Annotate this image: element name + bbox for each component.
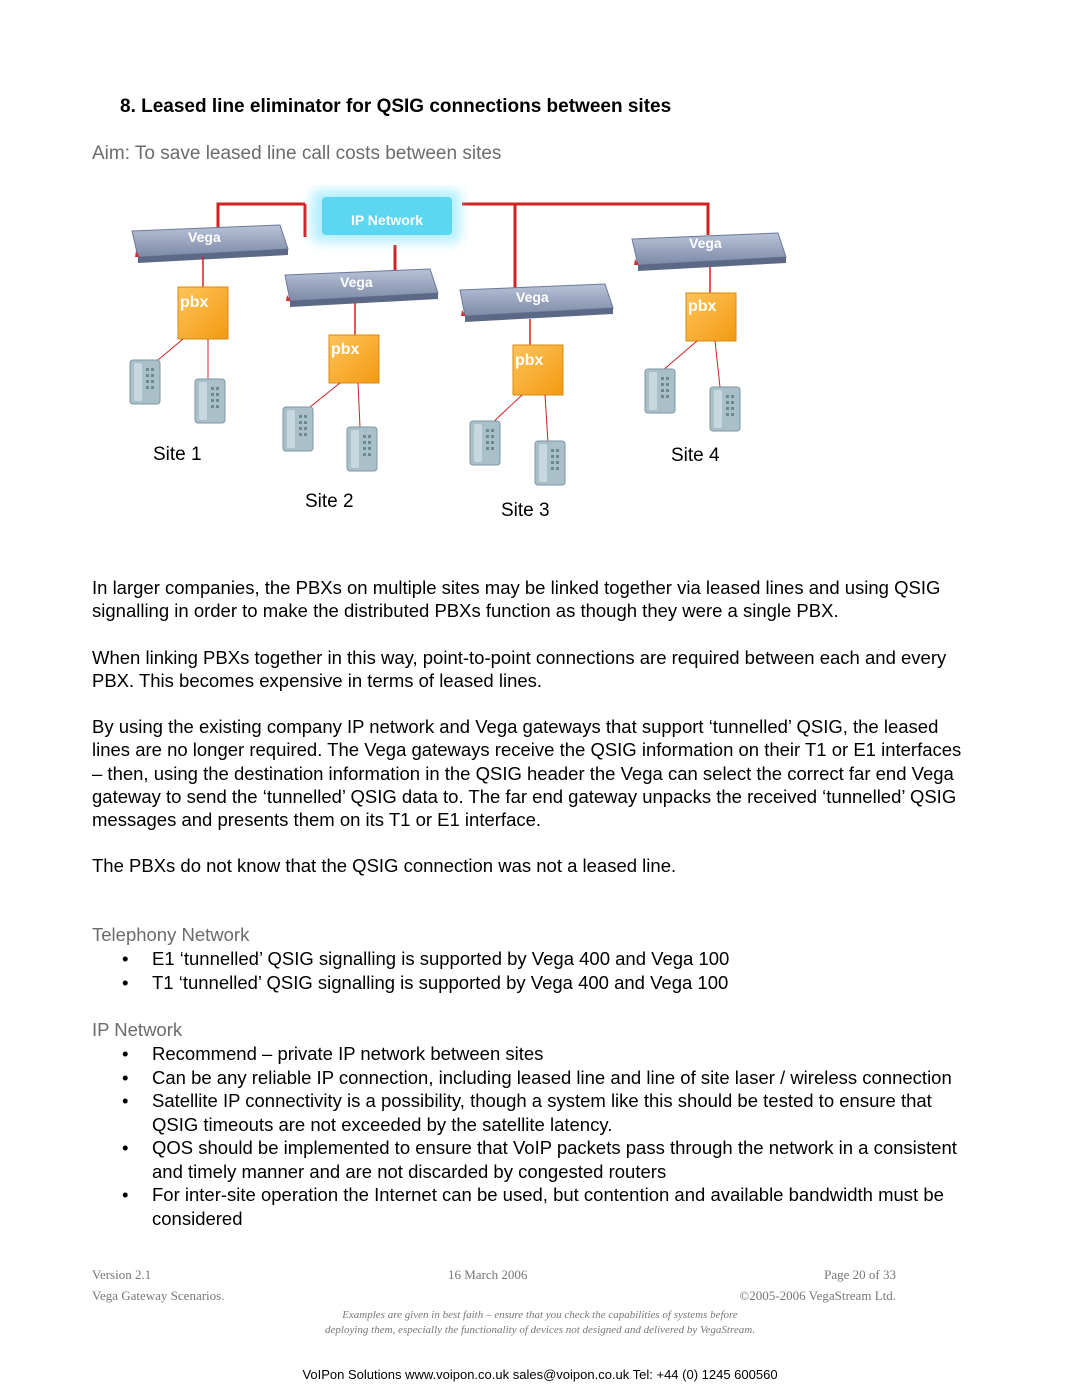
footer-version: Version 2.1 xyxy=(92,1267,152,1282)
pbx-phone-links xyxy=(151,338,721,444)
phone-icon xyxy=(346,426,378,472)
vega-gateway-site-2: Vega xyxy=(284,268,439,307)
footer-disclaimer: Examples are given in best faith – ensur… xyxy=(200,1308,880,1338)
vega-gateway-site-3: Vega xyxy=(459,283,614,322)
pbx-site-3: pbx xyxy=(512,344,564,396)
pbx-label: pbx xyxy=(688,298,717,315)
site-label-3: Site 3 xyxy=(501,500,550,521)
list-item: T1 ‘tunnelled’ QSIG signalling is suppor… xyxy=(92,971,972,995)
vega-gateway-label: Vega xyxy=(188,229,221,245)
ip-network-label: IP Network xyxy=(351,212,423,228)
pbx-site-4: pbx xyxy=(685,292,737,342)
list-item: Recommend – private IP network between s… xyxy=(92,1042,972,1066)
site-label-2: Site 2 xyxy=(305,491,354,512)
footer-copyright: ©2005-2006 VegaStream Ltd. xyxy=(739,1288,896,1303)
gateway-pbx-links xyxy=(202,257,711,345)
ip-network-list: Recommend – private IP network between s… xyxy=(92,1042,972,1230)
phone-icon xyxy=(469,420,501,466)
ip-backbone-lines xyxy=(216,202,710,288)
list-item: E1 ‘tunnelled’ QSIG signalling is suppor… xyxy=(92,947,972,971)
pbx-label: pbx xyxy=(331,341,360,358)
disclaimer-line-1: Examples are given in best faith – ensur… xyxy=(342,1309,738,1321)
pbx-site-1: pbx xyxy=(177,286,229,340)
telephony-list: E1 ‘tunnelled’ QSIG signalling is suppor… xyxy=(92,947,972,994)
network-diagram: IP Network Vega Vega Vega Vega pbx xyxy=(129,190,787,521)
phone-icon xyxy=(534,440,566,486)
phone-icon xyxy=(194,378,226,424)
vega-gateway-label: Vega xyxy=(689,235,722,251)
phone-icon xyxy=(282,406,314,452)
ip-network-heading: IP Network xyxy=(92,1019,183,1040)
vega-gateway-site-1: Vega xyxy=(131,224,289,263)
disclaimer-line-2: deploying them, especially the functiona… xyxy=(325,1324,755,1336)
pbx-label: pbx xyxy=(180,294,209,311)
aim-statement: Aim: To save leased line call costs betw… xyxy=(92,143,502,164)
section-heading: 8. Leased line eliminator for QSIG conne… xyxy=(120,96,672,117)
site-label-4: Site 4 xyxy=(671,445,720,466)
phone-icon xyxy=(644,368,676,414)
vega-gateway-label: Vega xyxy=(340,274,373,290)
pbx-site-2: pbx xyxy=(328,334,380,384)
vega-gateway-site-4: Vega xyxy=(631,232,787,271)
telephony-network-heading: Telephony Network xyxy=(92,924,250,945)
paragraph-intro: In larger companies, the PBXs on multipl… xyxy=(92,577,941,622)
paragraph-point-to-point: When linking PBXs together in this way, … xyxy=(92,647,947,692)
footer-doc-title: Vega Gateway Scenarios. xyxy=(92,1288,225,1303)
paragraph-pbx-unaware: The PBXs do not know that the QSIG conne… xyxy=(92,855,677,876)
list-item: For inter-site operation the Internet ca… xyxy=(92,1183,972,1230)
phone-icon xyxy=(709,386,741,432)
vega-gateway-label: Vega xyxy=(516,289,549,305)
site-label-1: Site 1 xyxy=(153,444,202,465)
footer-page: Page 20 of 33 xyxy=(824,1267,896,1282)
paragraph-tunnelled-qsig: By using the existing company IP network… xyxy=(92,716,962,831)
ip-network-node: IP Network xyxy=(312,190,460,242)
list-item: Satellite IP connectivity is a possibili… xyxy=(92,1089,972,1136)
footer-date: 16 March 2006 xyxy=(448,1267,528,1282)
list-item: Can be any reliable IP connection, inclu… xyxy=(92,1066,972,1090)
list-item: QOS should be implemented to ensure that… xyxy=(92,1136,972,1183)
pbx-label: pbx xyxy=(515,352,544,369)
contact-line: VoIPon Solutions www.voipon.co.uk sales@… xyxy=(302,1367,778,1382)
phone-icon xyxy=(129,359,161,405)
